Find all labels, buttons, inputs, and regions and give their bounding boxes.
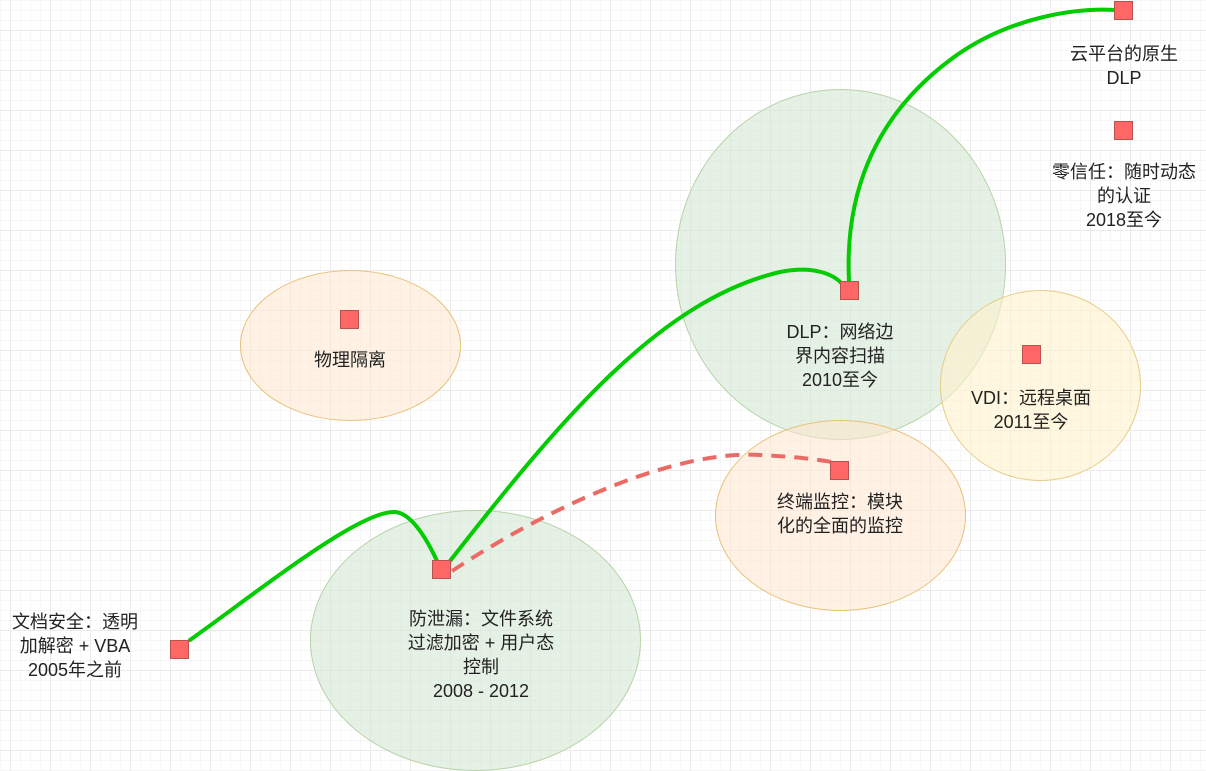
edge-anti-leak-to-dlp-network[interactable] [448,267,845,563]
ellipse-physical-isolation[interactable] [240,270,461,421]
label-doc-security: 文档安全：透明 加解密 + VBA 2005年之前 [12,612,138,680]
node-dlp-network[interactable] [840,281,859,300]
node-anti-leak[interactable] [432,560,451,579]
node-cloud-dlp[interactable] [1114,1,1133,20]
label-cloud-dlp: 云平台的原生 DLP [1070,44,1178,88]
ellipse-endpoint-monitor[interactable] [715,420,966,611]
node-physical-isolation[interactable] [340,310,359,329]
node-doc-security[interactable] [170,640,189,659]
label-physical-isolation: 物理隔离 [314,350,386,370]
edge-dlp-network-to-cloud-dlp[interactable] [846,7,1117,283]
node-endpoint-monitor[interactable] [830,461,849,480]
node-vdi[interactable] [1022,345,1041,364]
edge-anti-leak-to-endpoint-monitor[interactable] [450,452,833,573]
node-zero-trust[interactable] [1114,121,1133,140]
label-zero-trust: 零信任：随时动态 的认证 2018至今 [1052,162,1196,230]
edge-doc-security-to-anti-leak[interactable] [188,509,439,642]
label-dlp-network: DLP：网络边 界内容扫描 2010至今 [786,322,894,390]
ellipse-vdi[interactable] [940,290,1141,481]
ellipse-anti-leak[interactable] [310,510,641,771]
label-anti-leak: 防泄漏：文件系统 过滤加密 + 用户态 控制 2008 - 2012 [407,609,555,701]
label-endpoint-monitor: 终端监控：模块 化的全面的监控 [777,492,903,536]
label-vdi: VDI：远程桌面 2011至今 [970,388,1091,432]
